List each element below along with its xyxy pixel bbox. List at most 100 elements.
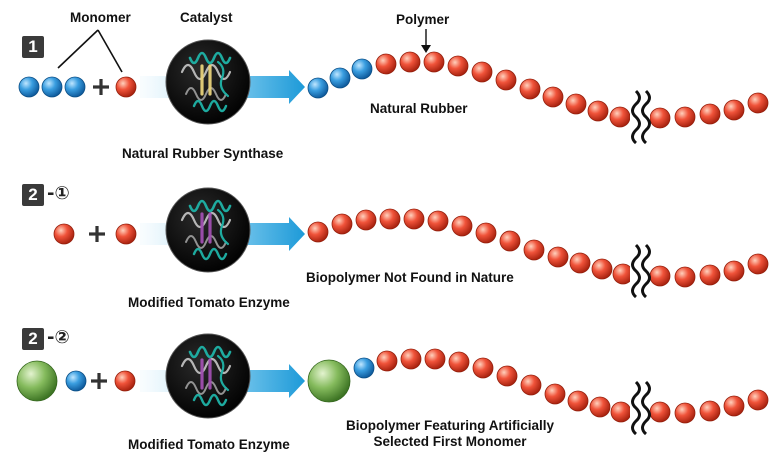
polymer-red-r3-5 [496, 365, 518, 387]
polymer-red-r3-6 [520, 374, 542, 396]
monomer-blue-2 [41, 76, 63, 98]
chain-break-icon-row1-line1 [631, 89, 641, 145]
polymer-red-r1-1 [399, 51, 421, 73]
polymer-red-r3b-2 [699, 400, 721, 422]
enzyme-ball-row3 [165, 333, 251, 419]
plus-sign-row2 [89, 226, 105, 242]
polymer-red-r1b-2 [699, 103, 721, 125]
monomer-red-row3 [114, 370, 136, 392]
chain-break-icon-row1-line2 [641, 89, 651, 145]
polymer-red-r2b-1 [674, 266, 696, 288]
monomer-red-row2-a [53, 223, 75, 245]
chain-break-icon-row3-line2 [641, 380, 651, 436]
polymer-red-r1-6 [519, 78, 541, 100]
polymer-red-r3-4 [472, 357, 494, 379]
enzyme-ball-row3-coil-grey2 [185, 381, 227, 395]
step-2-2-badge: 2 [22, 328, 44, 350]
product-label-row3: Biopolymer Featuring Artificially Select… [335, 418, 565, 450]
enzyme-ball-row2-coil-grey2 [185, 235, 227, 249]
enzyme-ball-row1-sheet [200, 64, 212, 96]
enzyme-ball-row2 [165, 187, 251, 273]
monomer-red-row1 [115, 76, 137, 98]
polymer-red-r3-1 [400, 348, 422, 370]
polymer-red-r2-11 [569, 252, 591, 274]
polymer-red-r1-0 [375, 53, 397, 75]
enzyme-ball-row3-sheet [200, 358, 212, 390]
polymer-red-r3b-0 [649, 401, 671, 423]
pointer-arrow-polymer-head [421, 45, 431, 53]
polymer-red-r3-8 [567, 390, 589, 412]
polymer-red-r2-4 [403, 208, 425, 230]
enzyme-ball-row2-helix-b [192, 247, 228, 261]
polymer-red-r2b-4 [747, 253, 769, 275]
plus-sign-row2-v [95, 226, 99, 242]
polymer-blue-3 [351, 58, 373, 80]
polymer-red-r2-6 [451, 215, 473, 237]
polymer-red-r1-9 [587, 100, 609, 122]
polymer-red-r1-8 [565, 93, 587, 115]
chain-break-icon-row3-line1 [631, 380, 641, 436]
enzyme-ball-row2-helix-a [188, 199, 232, 213]
enzyme-ball-row1-helix-a [188, 51, 232, 65]
polymer-red-r3-0 [376, 350, 398, 372]
polymer-red-r2b-0 [649, 265, 671, 287]
polymer-blue-row3 [353, 357, 375, 379]
polymer-red-r2b-2 [699, 264, 721, 286]
monomer-pointer-right [97, 29, 123, 73]
monomer-green [16, 360, 58, 402]
polymer-red-r2-2 [355, 209, 377, 231]
polymer-red-r3-10 [610, 401, 632, 423]
chain-break-icon-row1 [630, 89, 651, 145]
product-label-row2: Biopolymer Not Found in Nature [306, 270, 514, 285]
polymer-red-r2-12 [591, 258, 613, 280]
plus-sign-row1 [93, 79, 109, 95]
step-2-1-badge: 2 [22, 184, 44, 206]
polymer-red-r2-3 [379, 208, 401, 230]
step-2-1-substep: -① [47, 183, 70, 204]
polymer-red-r2-0 [307, 221, 329, 243]
polymer-red-r1-3 [447, 55, 469, 77]
monomer-red-row2-b [115, 223, 137, 245]
polymer-red-r1-4 [471, 61, 493, 83]
plus-sign-row3-v [97, 373, 101, 389]
polymer-green [307, 359, 351, 403]
plus-sign-row3 [91, 373, 107, 389]
monomer-label: Monomer [70, 10, 131, 25]
monomer-blue-row3 [65, 370, 87, 392]
enzyme-ball-row3-helix-a [188, 345, 232, 359]
plus-sign-row1-v [99, 79, 103, 95]
polymer-red-r3-2 [424, 348, 446, 370]
enzyme-ball-row3-helix-b [192, 393, 228, 407]
enzyme-label-row3: Modified Tomato Enzyme [128, 437, 290, 452]
polymer-red-r1-7 [542, 86, 564, 108]
polymer-blue-1 [307, 77, 329, 99]
enzyme-label-row1: Natural Rubber Synthase [122, 146, 284, 161]
polymer-red-r1-2 [423, 51, 445, 73]
product-label-row1: Natural Rubber [370, 101, 468, 116]
polymer-red-r3b-3 [723, 395, 745, 417]
chain-break-icon-row2-line1 [631, 243, 641, 299]
chain-break-icon-row2-line2 [641, 243, 651, 299]
polymer-red-r1-5 [495, 69, 517, 91]
polymer-label: Polymer [396, 12, 450, 27]
monomer-blue-3 [64, 76, 86, 98]
enzyme-ball-row1-coil-grey2 [185, 87, 227, 101]
polymer-red-r3-3 [448, 351, 470, 373]
polymer-red-r1b-3 [723, 99, 745, 121]
polymer-red-r2-7 [475, 222, 497, 244]
enzyme-ball-row3-loop [216, 354, 230, 392]
monomer-pointer-left [57, 29, 99, 69]
monomer-blue-1 [18, 76, 40, 98]
catalyst-label: Catalyst [180, 10, 233, 25]
polymer-red-r2-5 [427, 210, 449, 232]
polymer-red-r2-8 [499, 230, 521, 252]
enzyme-ball-row2-sheet [200, 212, 212, 244]
polymer-red-r2-9 [523, 239, 545, 261]
polymer-red-r1b-1 [674, 106, 696, 128]
enzyme-ball-row1-helix-b [192, 99, 228, 113]
polymer-red-r3-7 [544, 383, 566, 405]
polymer-red-r2-1 [331, 213, 353, 235]
chain-break-icon-row2 [630, 243, 651, 299]
enzyme-ball-row2-loop [216, 208, 230, 246]
